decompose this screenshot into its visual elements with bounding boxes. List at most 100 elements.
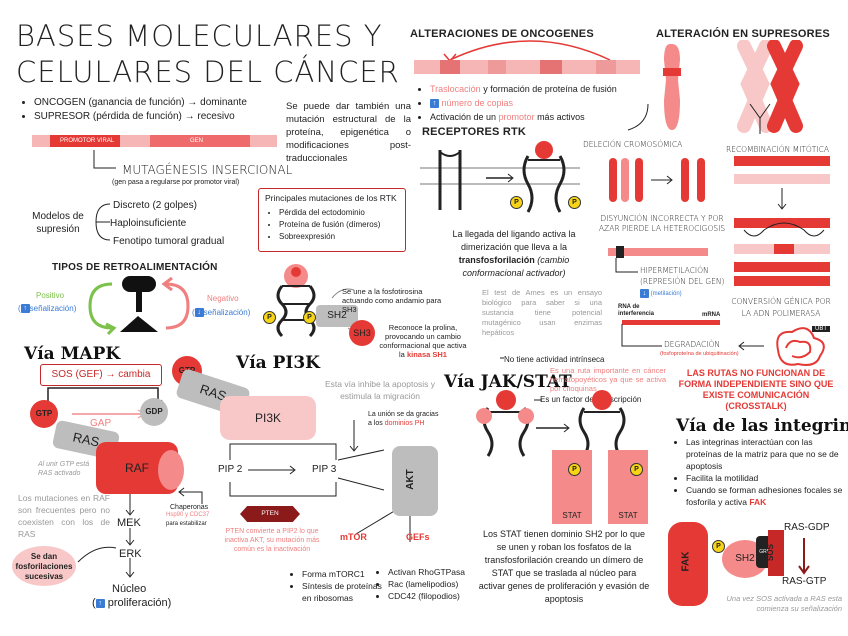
models-label: Modelos de supresión <box>32 211 84 235</box>
rtk-box-title: Principales mutaciones de los RTK <box>265 193 397 203</box>
rtk-mutations-box: Principales mutaciones de los RTK Pérdid… <box>258 188 406 252</box>
sequential-box <box>12 546 76 586</box>
jak-circle-1 <box>476 408 492 424</box>
chaperones-sub2: para estabilizar <box>166 521 207 527</box>
sos-block-integrin: SOS <box>766 530 784 576</box>
integrins-item-1: Las integrinas interactúan con las prote… <box>686 436 848 472</box>
suppressor-arrows-top <box>627 103 771 134</box>
degradation-arrow <box>621 324 662 347</box>
rtk-box-item-2: Proteína de fusión (dímeros) <box>279 219 380 231</box>
crosstalk-note: LAS RUTAS NO FUNCIONAN DE FORMA INDEPEND… <box>678 368 834 411</box>
oncogenes-list: Traslocación y formación de proteína de … <box>418 82 617 124</box>
disjunction-label: DISYUNCIÓN INCORRECTA Y POR AZAR PIERDE … <box>598 214 726 233</box>
stat-phospho-2: P <box>630 463 643 476</box>
degradation-sub: (fosfoproteína de ubiquitinación) <box>660 351 739 357</box>
mapk-cascade-arrows <box>125 494 135 578</box>
mtor-item-2: Síntesis de proteínas en ribosomas <box>302 580 392 604</box>
rtk-diagram <box>420 141 580 213</box>
disjunction-chromosomes <box>609 158 705 202</box>
proliferation-label: (↑ proliferación) <box>92 597 172 609</box>
oncogene-bar-seg2 <box>488 60 506 74</box>
ubq-arrow <box>738 341 764 351</box>
rna-label: RNA de interferencia <box>618 304 655 317</box>
rtk-phospho-1: P <box>510 196 523 209</box>
ras-gtp-label: RAS-GTP <box>782 576 827 587</box>
promoter-label: PROMOTOR VIRAL <box>60 138 115 144</box>
pip3-label: PIP 3 <box>312 464 337 475</box>
sos-box: SOS (GEF) → cambia <box>40 364 162 386</box>
mutagenesis-title: MUTAGÉNESIS INSERCIONAL <box>122 163 293 177</box>
gene-label: GEN <box>190 138 204 144</box>
oncogenes-title: ALTERACIONES DE ONCOGENES <box>410 28 594 40</box>
promoter-bar-viral <box>50 135 120 147</box>
nucleus-label: Núcleo <box>112 583 147 595</box>
ubiquitin-badge: UBT <box>812 326 830 332</box>
rtk-text: La llegada del ligando activa la dimeriz… <box>452 229 576 278</box>
intro-bullets: ONCOGEN (ganancia de función) → dominant… <box>22 96 247 124</box>
sh-receptor-diagram <box>276 264 371 338</box>
suppressor-chromosomes-top <box>663 40 803 133</box>
feedback-negative-sub: (↓señalización) <box>192 308 251 318</box>
mtor-label: mTOR <box>340 532 367 542</box>
ames-note: El test de Ames es un ensayo biológico p… <box>482 288 602 337</box>
up-arrow-icon: ↑ <box>430 99 439 109</box>
sh2-block: SH2 <box>316 305 358 327</box>
pi3k-arrows <box>229 420 411 542</box>
hypermethylation-label: HIPERMETILACIÓN <box>640 266 709 275</box>
models-brace <box>95 203 111 241</box>
gefs-item-1: Activan RhoGTPasa <box>388 566 465 578</box>
sh3-note: Reconoce la prolina, provocando un cambi… <box>379 323 467 359</box>
page-title-line1: BASES MOLECULARES Y <box>16 19 383 53</box>
ubiquitin-tangle <box>776 327 825 366</box>
pi3k-title: Vía PI3K <box>236 353 320 373</box>
feedback-positive: Positivo <box>36 291 65 300</box>
degradation-label: DEGRADACIÓN <box>664 340 720 349</box>
stat-right: STAT <box>608 450 648 524</box>
oncogene-bar-seg4 <box>596 60 616 74</box>
phospho-chip-1: P <box>263 311 276 324</box>
models-item-fenotipo: Fenotipo tumoral gradual <box>113 236 225 247</box>
intro-side-text: Se puede dar también una mutación estruc… <box>286 101 411 164</box>
mek-label: MEK <box>117 517 141 529</box>
recombination-label: RECOMBINACIÓN MITÓTICA <box>726 145 829 154</box>
oncogenes-item-3: Activación de un promotor más activos <box>430 110 617 124</box>
methylation-arrow <box>615 258 638 273</box>
jak-title: Vía JAK/STAT <box>444 372 572 392</box>
ubiq-sub: ↓ (metilación) <box>640 289 682 298</box>
integrins-list: Las integrinas interactúan con las prote… <box>674 436 848 508</box>
ph-domain-note: La unión se da gracias a los dominios PH <box>368 411 439 427</box>
hypermethylation-sub: (REPRESIÓN DEL GEN) <box>640 277 725 286</box>
feedback-title: TIPOS DE RETROALIMENTACIÓN <box>52 262 218 273</box>
methylation-mark <box>616 246 624 258</box>
ras-conversion-arrow <box>798 538 810 575</box>
chaperones-label: Chaperonas <box>170 504 209 511</box>
oncogene-bar-seg1 <box>440 60 460 74</box>
pi3k-block: PI3K <box>220 396 316 440</box>
jak-arrows <box>500 357 542 401</box>
sequential-arrow <box>77 546 117 563</box>
page-title-line2: CELULARES DEL CÁNCER <box>16 55 400 89</box>
gefs-list: Activan RhoGTPasa Rac (lamelipodios) CDC… <box>376 566 465 602</box>
oncogene-bar-seg3 <box>540 60 562 74</box>
up-arrow-icon: ↑ <box>95 598 105 608</box>
pi3k-inhibit-note: Esta vía inhibe la apoptosis y estimula … <box>324 379 436 401</box>
down-arrow-icon: ↓ <box>640 289 649 298</box>
feedback-diagram <box>88 276 190 336</box>
gap-label: GAP <box>90 418 112 429</box>
chaperones-sub: Hsp90 y CDC37 <box>166 512 210 518</box>
oncogenes-item-2: ↑ número de copias <box>430 96 617 110</box>
jak-factor: Es un factor de transcripción <box>540 395 642 404</box>
conversion-label: CONVERSIÓN GÉNICA POR LA ADN POLIMERASA <box>731 297 831 318</box>
methylation-bar <box>608 248 708 256</box>
pten-block: PTEN <box>240 506 300 522</box>
up-arrow-icon: ↑ <box>20 304 30 314</box>
erk-label: ERK <box>119 548 142 560</box>
integrins-title: Vía de las integrinas <box>676 416 848 436</box>
stat-phospho-1: P <box>568 463 581 476</box>
sh3-circle: SH3 <box>349 320 375 346</box>
ras-gdp-label: RAS-GDP <box>784 522 830 533</box>
pten-note: PTEN convierte a PIP2 lo que inactiva AK… <box>224 528 320 553</box>
jak-no-activity: No tiene actividad intrínseca <box>504 355 605 364</box>
gdp-circle: GDP <box>140 398 168 426</box>
raf-lobe <box>158 450 184 490</box>
